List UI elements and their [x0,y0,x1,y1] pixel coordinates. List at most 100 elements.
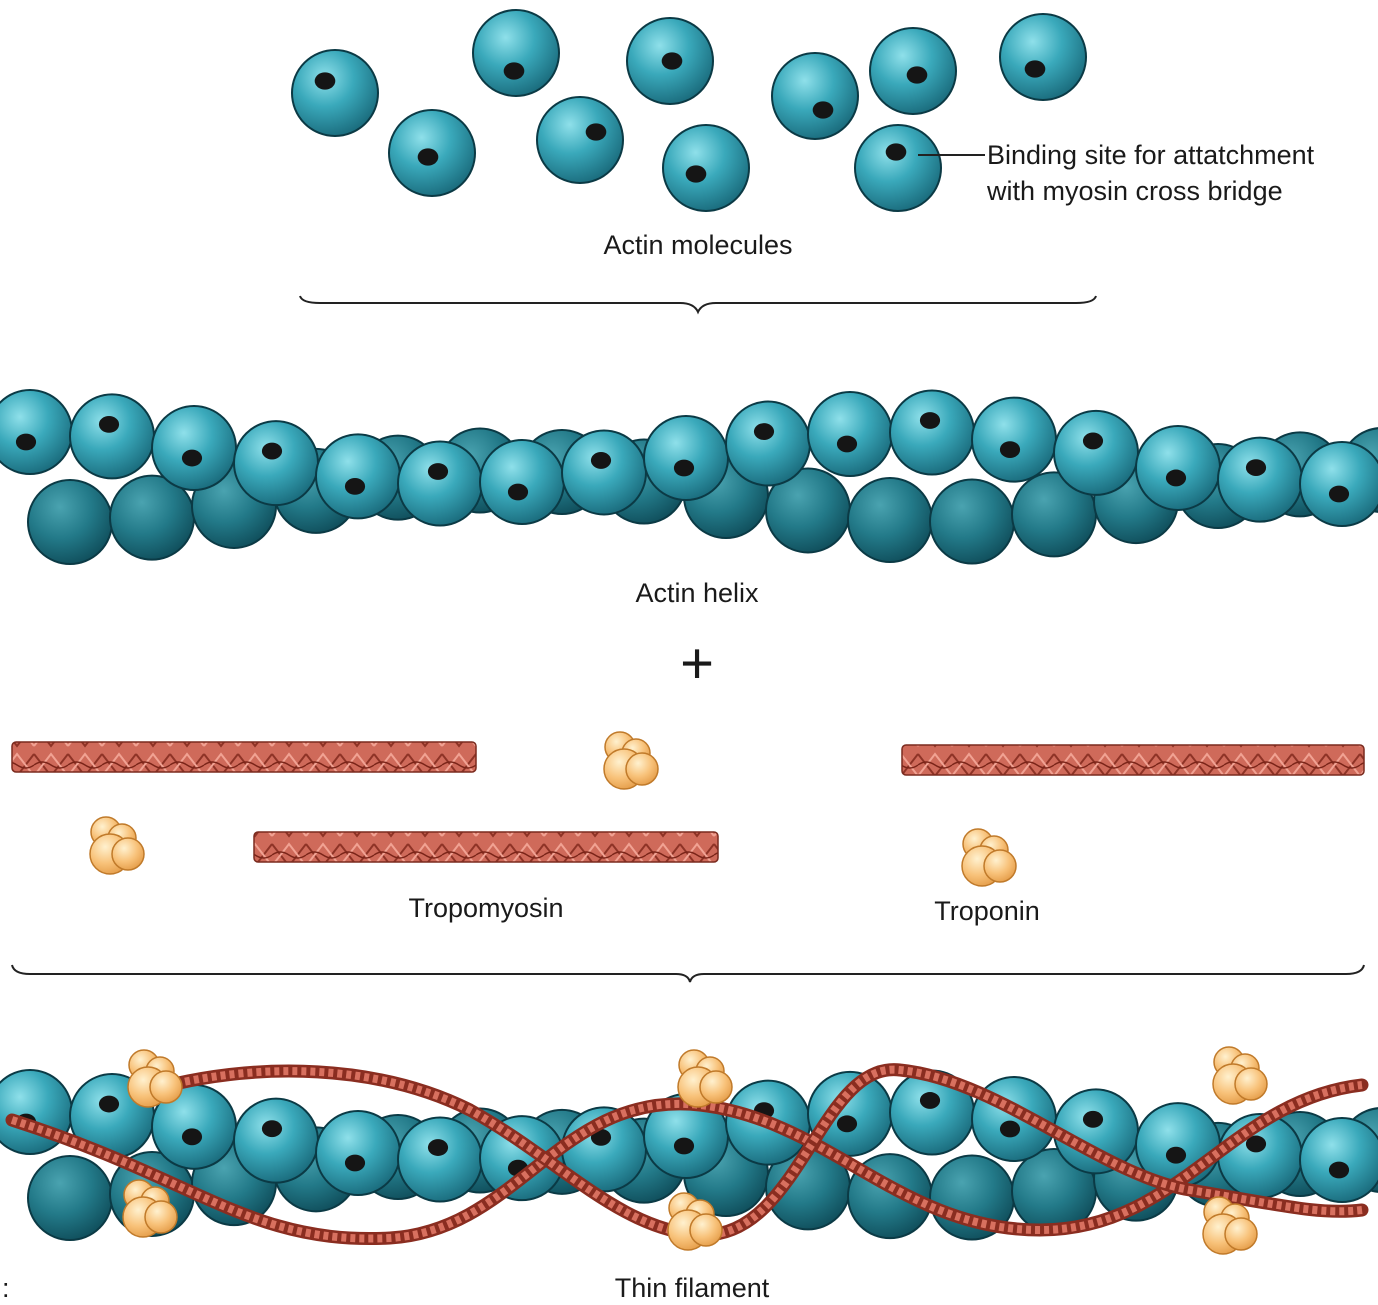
binding-site [1083,433,1103,450]
binding-site [182,1128,202,1145]
binding-site [1000,441,1020,458]
binding-site [262,443,282,460]
actin-molecules-group [292,10,1086,211]
binding-site [428,1139,448,1156]
actin-molecule [1054,411,1138,495]
binding-site [345,1155,365,1172]
binding-site [813,101,834,118]
plus-sign: + [680,631,714,696]
troponin-complex [128,1050,182,1107]
binding-site [837,436,857,453]
actin-molecule [537,97,623,183]
actin-molecule [70,394,154,478]
actin-molecule [1136,426,1220,510]
troponin-complex [678,1050,732,1107]
actin-molecule [316,434,400,518]
actin-molecule [726,402,810,486]
binding-site [262,1120,282,1137]
actin-molecule [28,1156,112,1240]
corner-mark: : [2,1273,10,1303]
binding-site [674,1138,694,1155]
brace-top [300,296,1096,312]
actin-molecule [562,430,646,514]
actin-molecule [1300,1118,1378,1202]
binding-site [586,123,607,140]
actin-molecule [473,10,559,96]
binding-site [182,450,202,467]
binding-site-label-line1: Binding site for attatchment [987,140,1315,170]
thin-filament-label: Thin filament [615,1273,770,1303]
binding-site [1329,486,1349,503]
actin-molecule [480,440,564,524]
binding-site [1166,1147,1186,1164]
binding-site [345,478,365,495]
binding-site [886,143,907,160]
binding-site [418,148,439,165]
binding-site [1025,60,1046,77]
actin-molecule [890,390,974,474]
actin-molecule [663,125,749,211]
tropomyosin-strand [902,745,1364,775]
actin-molecule [1300,442,1378,526]
actin-molecule [234,1099,318,1183]
actin-molecule [848,478,932,562]
binding-site [16,434,36,451]
actin-helix-label: Actin helix [635,578,759,608]
binding-site [99,1096,119,1113]
binding-site [591,452,611,469]
binding-site [504,62,525,79]
troponin-label: Troponin [934,896,1040,926]
binding-site [1166,470,1186,487]
binding-site [920,1092,940,1109]
binding-site [315,72,336,89]
thin-filament-group [0,1047,1378,1254]
troponin-complex [962,829,1016,886]
troponin-complex [1213,1047,1267,1104]
binding-site [508,484,528,501]
actin-helix-group [0,390,1378,564]
actin-molecule [855,125,941,211]
brace-bottom [12,965,1364,982]
binding-site [674,460,694,477]
actin-molecule [234,421,318,505]
actin-molecule [28,480,112,564]
troponin-complex [604,732,658,789]
binding-site [428,463,448,480]
actin-molecule [930,480,1014,564]
tropomyosin-strand [254,832,718,862]
binding-site [99,416,119,433]
actin-molecule [152,406,236,490]
binding-site [907,66,928,83]
actin-molecule [1218,438,1302,522]
actin-molecule [870,28,956,114]
actin-molecule [808,392,892,476]
actin-molecule [972,398,1056,482]
actin-molecule [627,18,713,104]
binding-site [1246,459,1266,476]
actin-molecule [292,50,378,136]
actin-molecule [316,1111,400,1195]
binding-site [686,165,707,182]
binding-site [1329,1162,1349,1179]
binding-site [754,423,774,440]
binding-site [662,52,683,69]
binding-site [837,1115,857,1132]
actin-molecule [1000,14,1086,100]
binding-site [1083,1111,1103,1128]
actin-molecule [398,442,482,526]
binding-site [920,412,940,429]
binding-site-label-line2: with myosin cross bridge [986,176,1283,206]
actin-molecule [389,110,475,196]
actin-molecule [644,416,728,500]
tropomyosin-label: Tropomyosin [408,893,563,923]
actin-molecule [398,1118,482,1202]
actin-molecules-label: Actin molecules [603,230,792,260]
actin-molecule [0,390,72,474]
tropomyosin-strands-group [12,742,1364,862]
actin-molecule [772,53,858,139]
binding-site [1000,1121,1020,1138]
troponin-complex [90,817,144,874]
tropomyosin-strand [12,742,476,772]
